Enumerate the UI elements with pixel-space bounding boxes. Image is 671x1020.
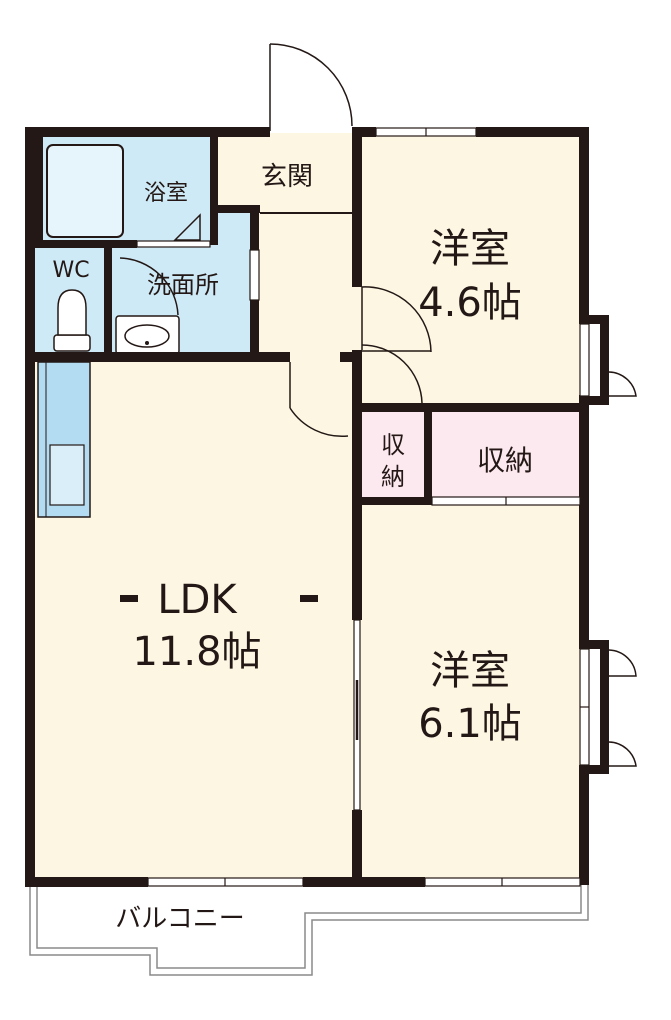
western-room-2-floor — [358, 500, 583, 880]
wall-wc-right — [104, 248, 112, 358]
wall-bath-bottom — [35, 240, 137, 248]
washroom-door-arc — [119, 257, 179, 316]
window-room1-right — [579, 323, 590, 397]
fixtures — [37, 144, 201, 518]
bath-door-track — [136, 240, 211, 248]
walls — [25, 127, 609, 887]
hall-floor — [257, 213, 358, 358]
closet-large-label: 収納 — [477, 444, 533, 477]
western-room-1-name: 洋室 — [430, 226, 510, 272]
kitchen-sink — [49, 444, 85, 506]
entrance-door-arc — [269, 43, 353, 127]
bath-step-icon — [173, 213, 201, 241]
ldk-dash-left — [120, 595, 138, 602]
wall-closet-divider — [424, 403, 432, 503]
wall-right-3 — [579, 768, 589, 885]
toilet-icon — [53, 289, 91, 352]
wall-bath-inner-left — [35, 137, 43, 247]
closet-small-label-1: 収 — [381, 431, 405, 459]
wall-center-vertical-top — [352, 137, 362, 287]
western-room-1-floor — [358, 133, 583, 408]
wall-bottom-mid — [303, 877, 425, 887]
labels: 浴室 玄関 WC 洗面所 洋室 4.6帖 収 納 収納 LDK 11.8帖 洋室… — [52, 162, 533, 934]
western-room-2-name: 洋室 — [430, 648, 510, 694]
closet-small-floor — [358, 408, 428, 500]
washroom-label: 洗面所 — [147, 271, 219, 299]
wall-bottom-left — [25, 877, 148, 887]
wall-right-1 — [579, 127, 589, 322]
wall-left — [25, 127, 35, 885]
balcony-rail-inner — [36, 882, 582, 969]
wash-basin-icon — [115, 315, 180, 355]
ldk-size: 11.8帖 — [132, 629, 261, 675]
bathtub — [46, 144, 124, 238]
wall-right-2 — [579, 395, 589, 645]
door-swings — [119, 43, 637, 767]
balcony-label: バルコニー — [115, 904, 244, 934]
room-fills — [33, 133, 583, 880]
wc-label: WC — [52, 258, 89, 283]
room1-door-arc — [361, 286, 432, 353]
closet-door-arc — [361, 344, 423, 404]
balcony-rail-outer — [29, 882, 589, 976]
western-room-2-size: 6.1帖 — [418, 701, 522, 747]
wall-center-vertical-mid — [352, 350, 362, 620]
closet-large-floor — [428, 408, 583, 500]
wall-center-vertical-bot — [352, 810, 362, 885]
closet-small-label-2: 納 — [381, 463, 405, 491]
bath-label: 浴室 — [144, 181, 188, 206]
wall-top-right — [476, 127, 589, 137]
wall-bath-right — [210, 137, 218, 245]
ldk-label: LDK — [157, 577, 238, 623]
windows — [136, 127, 590, 887]
wall-hall-bottom — [340, 352, 362, 362]
entrance-label: 玄関 — [261, 162, 313, 192]
wall-wet-bottom — [35, 352, 290, 362]
wall-closet-bottom — [358, 497, 433, 505]
washroom-door-track — [249, 249, 260, 301]
balcony — [29, 882, 589, 976]
ldk-dash-right — [300, 595, 318, 602]
entrance-floor — [215, 133, 358, 213]
wall-top-left — [25, 127, 270, 137]
wall-top-mid — [352, 127, 376, 137]
ldk-door-arc — [289, 407, 349, 438]
western-room-1-size: 4.6帖 — [418, 280, 522, 326]
wall-closet-top — [358, 403, 589, 412]
wall-entrance-left — [210, 205, 260, 213]
